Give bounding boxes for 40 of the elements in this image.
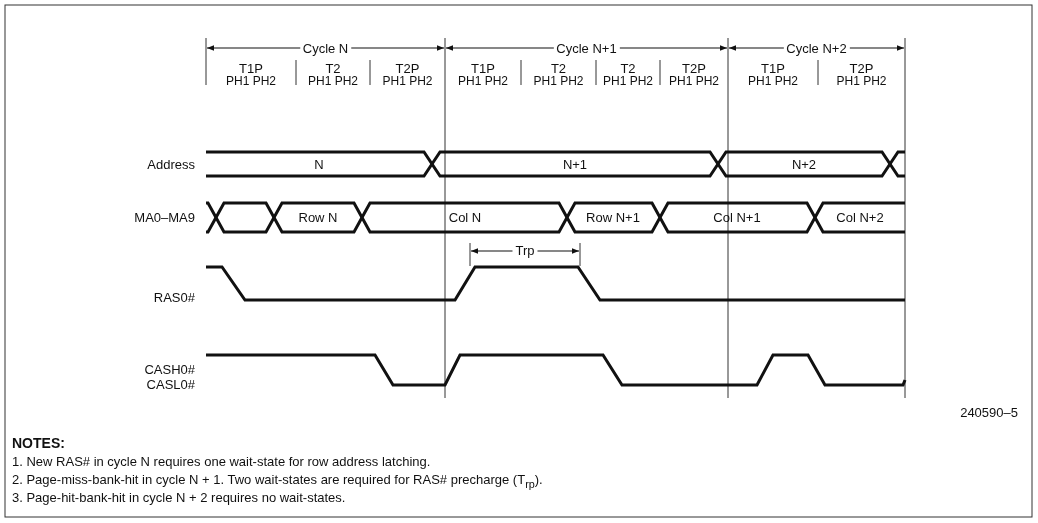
- state-label: T2P: [849, 61, 874, 76]
- phase-label: PH1 PH2: [533, 74, 584, 89]
- signal-name: Address: [147, 157, 195, 172]
- signal-name: CASH0#: [144, 362, 195, 377]
- phase-label: PH1 PH2: [382, 74, 433, 89]
- bus-value: N: [314, 157, 324, 172]
- phase-label: PH1 PH2: [226, 74, 276, 89]
- cycle-label: Cycle N+2: [783, 41, 850, 56]
- figure-number: 240590–5: [960, 405, 1018, 420]
- phase-label: PH1 PH2: [308, 74, 358, 89]
- phase-label: PH1 PH2: [603, 74, 653, 89]
- state-label: T2P: [395, 61, 420, 76]
- note-text: 2. Page-miss-bank-hit in cycle N + 1. Two wait-states are required for RAS# precharge (T$_{rp}$).: [12, 472, 543, 492]
- note-text: 3. Page-hit-bank-hit in cycle N + 2 requires no wait-states.: [12, 490, 346, 505]
- bus-value: Col N: [448, 210, 482, 225]
- bus-value: N+2: [791, 157, 817, 172]
- phase-label: PH1 PH2: [748, 74, 798, 89]
- phase-label: PH1 PH2: [458, 74, 508, 89]
- signal-name: RAS0#: [153, 290, 195, 305]
- state-label: T2: [325, 61, 341, 76]
- state-label: T1P: [239, 61, 263, 76]
- bus-value: N+1: [562, 157, 588, 172]
- state-label: T2: [620, 61, 636, 76]
- bus-value: Col N+1: [713, 210, 761, 225]
- state-label: T1P: [761, 61, 785, 76]
- phase-label: PH1 PH2: [836, 74, 887, 89]
- state-label: T2P: [682, 61, 706, 76]
- phase-label: PH1 PH2: [669, 74, 719, 89]
- cycle-label: Cycle N: [299, 41, 352, 56]
- signal-name: MA0–MA9: [134, 210, 195, 225]
- bus-value: Row N+1: [586, 210, 640, 225]
- state-label: T2: [550, 61, 567, 76]
- bus-value: Col N+2: [836, 210, 884, 225]
- notes-heading: NOTES:: [12, 436, 65, 451]
- cycle-label: Cycle N+1: [553, 41, 620, 56]
- bus-value: Row N: [298, 210, 338, 225]
- state-label: T1P: [471, 61, 495, 76]
- signal-name: CASL0#: [146, 377, 195, 392]
- note-text: 1. New RAS# in cycle N requires one wait-state for row address latching.: [12, 454, 431, 469]
- timing-label: Trp: [512, 243, 538, 258]
